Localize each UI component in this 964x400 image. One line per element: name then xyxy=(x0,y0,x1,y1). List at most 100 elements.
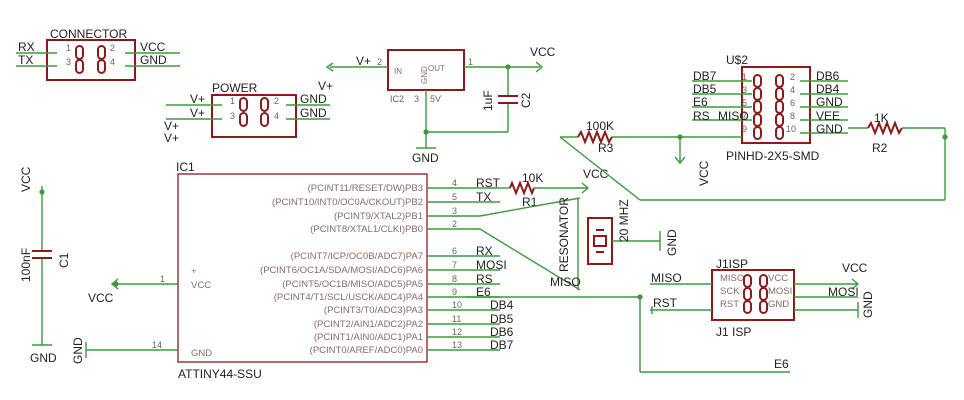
isp-header-title: J1ISP xyxy=(716,257,748,271)
isp-pin-mosi: MOSI xyxy=(768,286,792,297)
ic1-pin-net: DB4 xyxy=(490,298,514,312)
lcd-rs-net: RS xyxy=(693,109,710,123)
ic1-pin-net: MOSI xyxy=(476,258,507,272)
lcd-pin: 6 xyxy=(790,98,795,108)
regulator-block: IN OUT GND IC2 5V 2 1 3 V+ V+ VCC GND 1u… xyxy=(318,45,556,165)
power-vplus-label: V+ xyxy=(164,119,179,133)
ic1-pin-number: 4 xyxy=(452,178,457,188)
connector-pad xyxy=(75,45,84,60)
ic1-miso-net: MISO xyxy=(550,275,581,289)
wire-xtal2 xyxy=(479,197,581,217)
ic1-pin-number: 12 xyxy=(452,327,462,337)
regulator-gnd-pin: 3 xyxy=(414,94,419,104)
isp-gnd-net: GND xyxy=(861,291,875,318)
regulator-gnd-label: GND xyxy=(420,66,429,84)
ic1-pin-label: (PCINT8/XTAL1/CLKI)PB0 xyxy=(310,224,423,235)
junction-dot xyxy=(677,134,683,140)
vcc-arrow xyxy=(535,61,544,73)
isp-pin-miso: MISO xyxy=(720,273,744,284)
lcd-pad xyxy=(753,87,762,101)
lcd-pad xyxy=(775,74,784,88)
ic1-pin-net: RST xyxy=(476,176,501,190)
power-pad xyxy=(260,97,269,112)
ic1-pin-label: (PCINT1/AIN0/ADC1)PA1 xyxy=(314,332,423,343)
lcd-pad xyxy=(753,113,762,127)
ic1-pin-net: DB7 xyxy=(490,338,514,352)
ic1-pin-number: 7 xyxy=(452,260,457,270)
power-vplus-net: V+ xyxy=(190,92,205,106)
isp-pin-sck: SCK xyxy=(720,286,740,297)
power-body xyxy=(211,94,297,138)
ic1-pin-net: DB6 xyxy=(490,325,514,339)
ic1-gnd-net: GND xyxy=(71,337,85,364)
c1-bottom-net: GND xyxy=(30,351,57,365)
vcc-arrow xyxy=(674,156,686,165)
regulator-out-pin: 1 xyxy=(468,57,473,67)
isp-pad xyxy=(759,274,768,288)
power-title: POWER xyxy=(212,81,258,95)
resonator-block: GND RESONATOR 20 MHZ xyxy=(557,197,679,272)
lcd-pad xyxy=(753,100,762,114)
ic1-pin-number: 11 xyxy=(452,314,461,324)
connector-gnd-net: GND xyxy=(140,53,167,67)
isp-pad xyxy=(743,300,752,314)
isp-vcc-net: VCC xyxy=(842,261,868,275)
r3-value: 100K xyxy=(586,119,614,133)
ic1-block: IC1 ATTINY44-SSU + VCC GND VCC 1 GND 14 xyxy=(71,160,428,381)
power-gnd-net: GND xyxy=(300,92,327,106)
regulator-value: 5V xyxy=(430,94,441,104)
ic1-pin-label: (PCINT4/T1/SCL/USCK/ADC4)PA4 xyxy=(274,292,423,303)
contrast-network: 100K R3 VCC 1K R2 xyxy=(559,111,948,201)
ic1-plus: + xyxy=(191,266,197,277)
connector-pin-2: 2 xyxy=(110,43,115,53)
lcd-header-block: U$2 PINHD-2X5-SMD DB7 DB5 E6 RS MISO DB6… xyxy=(692,53,848,163)
ic1-part: ATTINY44-SSU xyxy=(178,367,262,381)
wire-xtal1 xyxy=(479,228,581,291)
ic1-gnd-pin-label: GND xyxy=(191,348,212,359)
lcd-pad xyxy=(775,113,784,127)
lcd-pad xyxy=(753,126,762,140)
ic1-pin-label: (PCINT2/AIN1/ADC2)PA2 xyxy=(314,319,423,330)
connector-pad xyxy=(75,59,84,74)
ic1-pin-net: RS xyxy=(476,272,493,286)
ic1-vcc-pin-label: VCC xyxy=(191,280,211,291)
lcd-miso-net: MISO xyxy=(718,109,749,123)
ic1-body xyxy=(177,173,428,363)
vcc-arrow xyxy=(581,182,590,194)
power-pin-4: 4 xyxy=(274,111,279,121)
lcd-pad xyxy=(775,87,784,101)
ic1-pin-label: (PCINT3/T0/ADC3)PA3 xyxy=(324,305,423,316)
regulator-supply-label: V+ xyxy=(318,79,333,93)
lcd-pad xyxy=(775,126,784,140)
lcd-db7-net: DB7 xyxy=(693,69,717,83)
lcd-pin: 7 xyxy=(742,111,747,121)
lcd-db5-net: DB5 xyxy=(693,82,717,96)
regulator-in-net: V+ xyxy=(356,54,371,68)
isp-pad xyxy=(743,274,752,288)
regulator-gnd-net: GND xyxy=(412,151,439,165)
ic1-pin-number: 3 xyxy=(452,206,457,216)
c1-block: VCC 100nF C1 GND xyxy=(19,166,71,365)
junction-dot xyxy=(113,281,119,287)
vplus-arrow xyxy=(325,62,334,72)
resonator-name: RESONATOR xyxy=(557,197,571,272)
connector-rx-net: RX xyxy=(18,40,35,54)
power-pin-1: 1 xyxy=(230,96,235,106)
c1-name: C1 xyxy=(57,252,71,268)
regulator-in-label: IN xyxy=(394,67,402,76)
lcd-pin: 3 xyxy=(742,85,747,95)
connector-block: CONNECTOR RX TX VCC GND 1 2 3 4 xyxy=(16,27,180,81)
junction-dot xyxy=(423,129,429,135)
isp-pin-vcc: VCC xyxy=(768,273,788,284)
lcd-pin: 5 xyxy=(742,98,747,108)
lcd-pad xyxy=(753,74,762,88)
lcd-pin: 4 xyxy=(790,85,795,95)
isp-rst-net: RST xyxy=(653,296,678,310)
regulator-out-net: VCC xyxy=(530,45,556,59)
r2-body xyxy=(867,120,903,136)
ic1-name: IC1 xyxy=(176,160,195,174)
resonator-gnd-net: GND xyxy=(665,229,679,256)
